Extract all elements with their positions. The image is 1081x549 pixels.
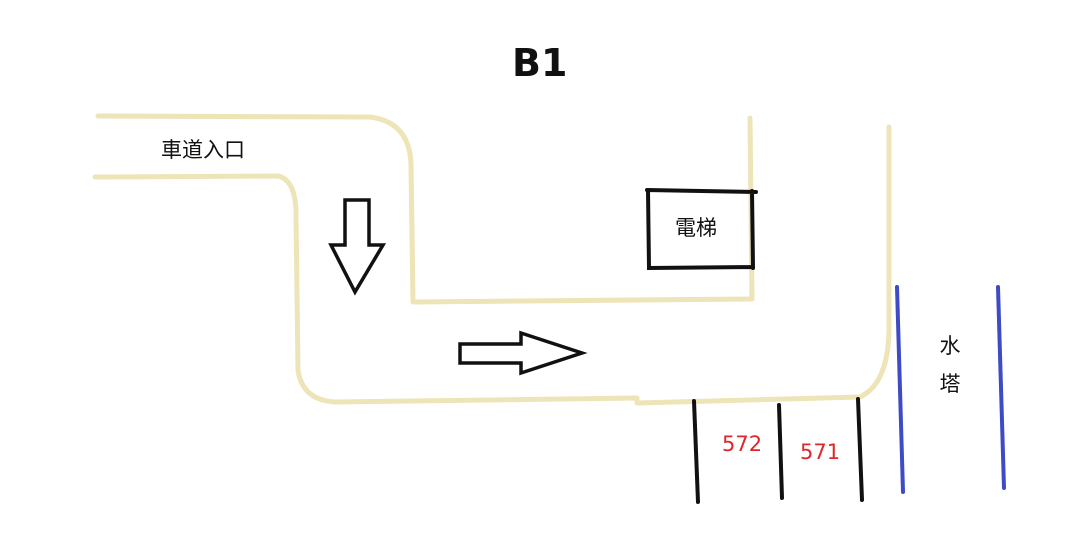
arrow-down-icon: [328, 198, 387, 296]
parking-divider-1: [692, 399, 700, 504]
road-inner-boundary: [92, 124, 892, 406]
page-title: B1: [512, 41, 568, 85]
water-tower-label: 水 塔: [937, 327, 963, 403]
elevator-box: [645, 188, 758, 271]
parking-spot-572-label: 572: [722, 432, 763, 456]
water-tower-line-right: [996, 285, 1006, 490]
water-tower-line-left: [895, 285, 905, 494]
arrow-right-icon: [458, 330, 588, 376]
water-tower-label-line2: 塔: [939, 372, 961, 396]
water-tower-label-line1: 水: [939, 334, 961, 358]
parking-divider-2: [777, 403, 784, 500]
road-outer-boundary: [95, 113, 755, 305]
parking-divider-3: [856, 397, 864, 502]
elevator-label: 電梯: [675, 216, 717, 240]
parking-spot-571-label: 571: [800, 440, 841, 464]
driveway-entrance-label: 車道入口: [161, 138, 245, 162]
